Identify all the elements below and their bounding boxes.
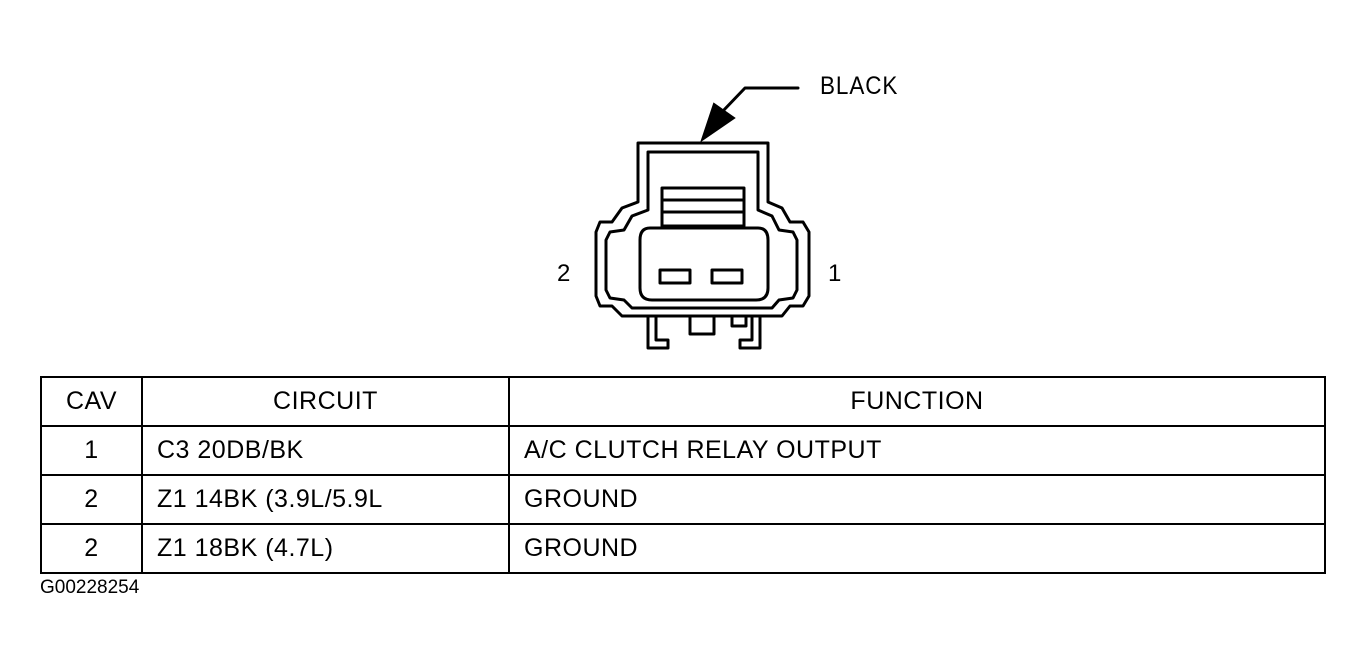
table-row: 1 C3 20DB/BK A/C CLUTCH RELAY OUTPUT (40, 425, 1326, 476)
terminal-block (638, 226, 770, 302)
connector-latch (660, 186, 746, 228)
cell-cav: 1 (40, 425, 143, 476)
connector-bottom-tabs (646, 314, 670, 350)
cell-cav: 2 (40, 523, 143, 574)
connector-drawing (594, 86, 811, 350)
pin-label-1: 1 (828, 260, 842, 287)
callout-arrowhead (700, 102, 736, 143)
housing-color-callout: BLACK (820, 72, 899, 100)
connector-diagram: BLACK 2 1 (557, 72, 899, 350)
cell-circuit: Z1 18BK (4.7L) (141, 523, 510, 574)
cavity-1 (710, 268, 744, 285)
cell-circuit: Z1 14BK (3.9L/5.9L (141, 474, 510, 525)
cell-function: GROUND (508, 474, 1326, 525)
table-row: 2 Z1 14BK (3.9L/5.9L GROUND (40, 474, 1326, 525)
cell-cav: 2 (40, 474, 143, 525)
cell-circuit: C3 20DB/BK (141, 425, 510, 476)
header-cav: CAV (40, 376, 143, 427)
connector-housing-inner (604, 150, 799, 310)
connector-housing-outer (594, 141, 811, 318)
figure-id: G00228254 (40, 577, 140, 598)
cell-function: GROUND (508, 523, 1326, 574)
callout-leader (720, 86, 800, 114)
table-header-row: CAV CIRCUIT FUNCTION (40, 376, 1326, 427)
cavity-2 (658, 268, 692, 285)
pinout-table: CAV CIRCUIT FUNCTION 1 C3 20DB/BK A/C CL… (40, 376, 1326, 574)
cell-function: A/C CLUTCH RELAY OUTPUT (508, 425, 1326, 476)
header-function: FUNCTION (508, 376, 1326, 427)
pin-label-2: 2 (557, 260, 571, 287)
table-row: 2 Z1 18BK (4.7L) GROUND (40, 523, 1326, 574)
header-circuit: CIRCUIT (141, 376, 510, 427)
